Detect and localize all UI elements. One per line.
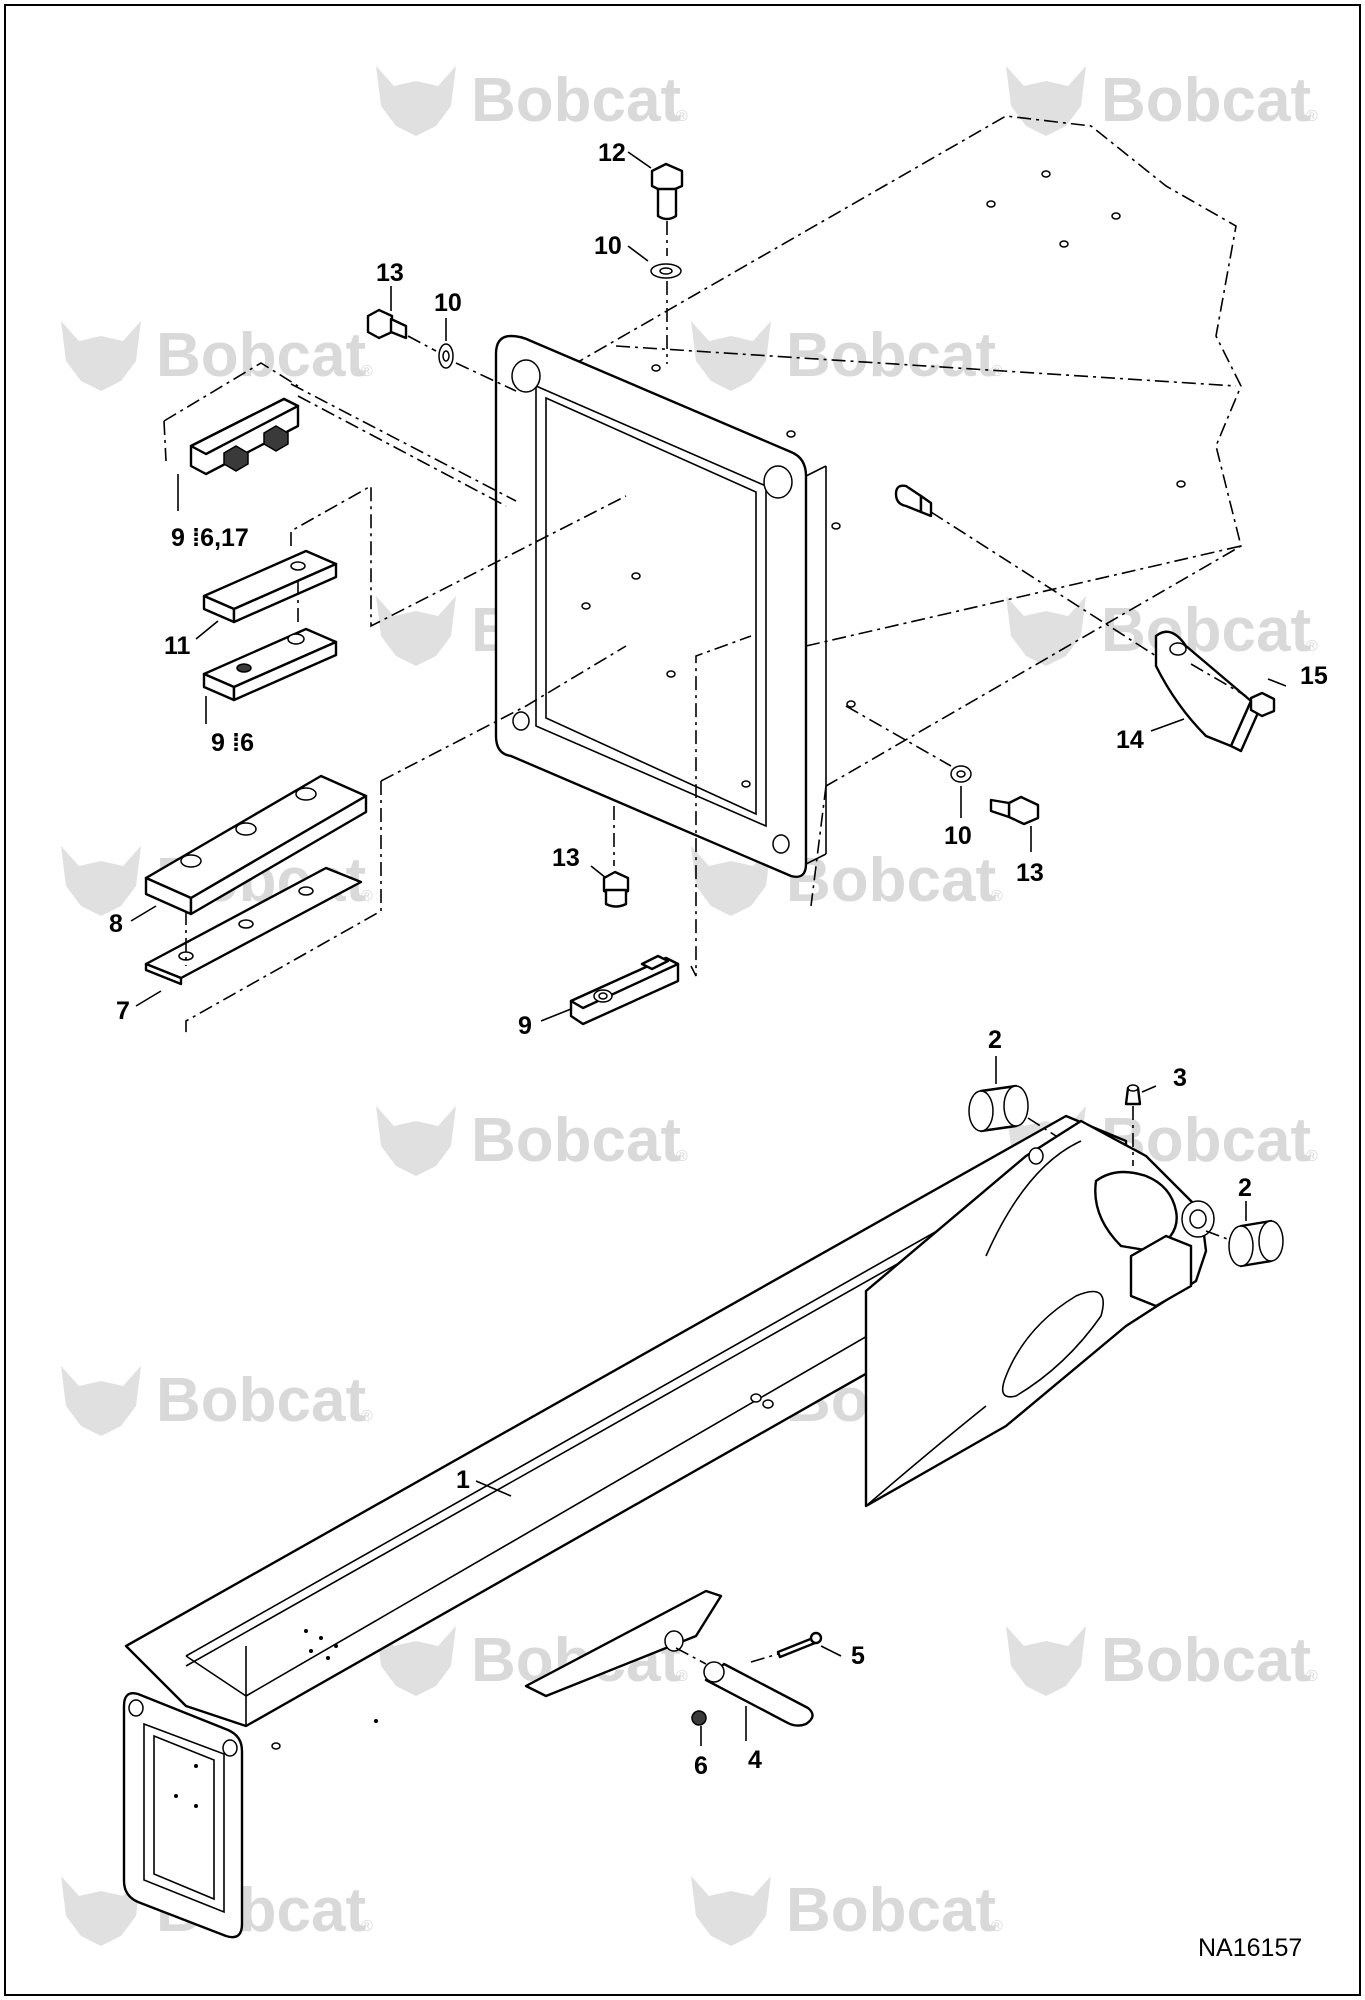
bobcat-watermark: Bobcat® [376, 1106, 688, 1176]
bobcat-watermark: Bobcat® [376, 66, 688, 136]
bobcat-logo-icon [691, 321, 771, 391]
watermark-registered-mark: ® [361, 1918, 373, 1935]
pivot-pin-4 [675, 1647, 814, 1727]
wear-pad-9-bottom [569, 635, 752, 1026]
spacer-right [894, 484, 1157, 657]
bobcat-logo-icon [691, 1876, 771, 1946]
watermark-registered-mark: ® [1306, 108, 1318, 125]
watermark-brand: Bobcat [1101, 596, 1311, 665]
callout-2: 2 [1238, 1174, 1252, 1202]
callout-6: 6 [694, 1752, 708, 1780]
watermark-registered-mark: ® [361, 363, 373, 380]
shim-plate-7 [144, 645, 627, 1036]
watermark-registered-mark: ® [1306, 638, 1318, 655]
callout-15: 15 [1300, 662, 1328, 690]
nut-6 [691, 1710, 707, 1726]
callout-10: 10 [434, 289, 462, 317]
bobcat-watermark: Bobcat® [691, 1876, 1003, 1946]
watermark-brand: Bobcat [786, 1876, 996, 1945]
bobcat-watermark: Bobcat® [1006, 1626, 1318, 1696]
wear-pad-9-top [163, 362, 517, 507]
bobcat-logo-icon [1006, 1626, 1086, 1696]
callout-1: 1 [456, 1466, 470, 1494]
watermark-registered-mark: ® [991, 1918, 1003, 1935]
bolt-12 [650, 162, 684, 364]
exploded-parts-diagram: Bobcat®Bobcat®Bobcat®Bobcat®Bobcat®Bobca… [61, 66, 1328, 1962]
bolt-13-bottom [602, 806, 630, 908]
callout-labels: 12 13 10 10 9 ⁞6,17 11 9 ⁞6 8 7 13 9 15 … [109, 139, 1328, 1962]
flange-plate [494, 334, 827, 878]
watermark-registered-mark: ® [1306, 1148, 1318, 1165]
callout-4: 4 [748, 1746, 762, 1774]
bolt-13-left [366, 308, 517, 392]
tube-holes [581, 170, 1186, 788]
callout-10: 10 [944, 822, 972, 850]
callout-12: 12 [598, 139, 626, 167]
drawing-number: NA16157 [1198, 1934, 1302, 1962]
watermark-brand: Bobcat [786, 846, 996, 915]
shim-plates-11 [202, 484, 627, 702]
watermark-brand: Bobcat [786, 321, 996, 390]
bobcat-logo-icon [1006, 596, 1086, 666]
bobcat-watermark: Bobcat® [691, 846, 1003, 916]
bobcat-watermark: Bobcat® [61, 1366, 373, 1436]
bobcat-logo-icon [376, 66, 456, 136]
callout-2: 2 [988, 1026, 1002, 1054]
callout-13: 13 [552, 844, 580, 872]
block-14 [1154, 630, 1263, 753]
bobcat-logo-icon [376, 1626, 456, 1696]
diagram-frame: Bobcat®Bobcat®Bobcat®Bobcat®Bobcat®Bobca… [4, 4, 1361, 1996]
bolt-15 [1190, 663, 1276, 718]
wear-plate-8 [144, 774, 368, 916]
watermark-brand: Bobcat [1101, 66, 1311, 135]
watermark-brand: Bobcat [1101, 1626, 1311, 1695]
callout-9: 9 ⁞6,17 [171, 524, 249, 552]
watermark-registered-mark: ® [676, 108, 688, 125]
bobcat-logo-icon [376, 596, 456, 666]
watermark-registered-mark: ® [991, 363, 1003, 380]
bobcat-logo-icon [1006, 66, 1086, 136]
bobcat-logo-icon [61, 321, 141, 391]
callout-5: 5 [851, 1642, 865, 1670]
watermark-registered-mark: ® [991, 888, 1003, 905]
watermark-brand: Bobcat [156, 321, 366, 390]
callout-3: 3 [1173, 1064, 1187, 1092]
callout-9: 9 [518, 1012, 532, 1040]
bolt-13-right [845, 705, 1040, 826]
grease-fitting-3 [1124, 1084, 1142, 1166]
bushing-2-left [968, 1084, 1057, 1137]
bobcat-watermark: Bobcat® [1006, 66, 1318, 136]
bushing-2-right [1205, 1219, 1284, 1268]
bobcat-logo-icon [61, 846, 141, 916]
watermark-registered-mark: ® [676, 1148, 688, 1165]
callout-11: 11 [164, 632, 191, 660]
bobcat-logo-icon [61, 1366, 141, 1436]
callout-13: 13 [1016, 859, 1044, 887]
boom-tube-end-phantom [570, 115, 1242, 907]
boom-1 [122, 1114, 1215, 1939]
leader-lines [130, 151, 1287, 1746]
watermark-registered-mark: ® [361, 1408, 373, 1425]
watermark-registered-mark: ® [676, 1668, 688, 1685]
bobcat-logo-icon [376, 1106, 456, 1176]
watermark-registered-mark: ® [361, 888, 373, 905]
watermark-brand: Bobcat [156, 1366, 366, 1435]
watermark-registered-mark: ® [1306, 1668, 1318, 1685]
bolt-5 [750, 1631, 823, 1663]
bobcat-logo-icon [61, 1876, 141, 1946]
callout-10: 10 [594, 232, 622, 260]
bobcat-watermark: Bobcat® [691, 321, 1003, 391]
bobcat-logo-icon [691, 846, 771, 916]
callout-7: 7 [116, 997, 130, 1025]
watermark-brand: Bobcat [471, 66, 681, 135]
callout-8: 8 [109, 910, 123, 938]
callout-9: 9 ⁞6 [211, 729, 254, 757]
bobcat-watermark: Bobcat® [61, 321, 373, 391]
callout-13: 13 [376, 259, 404, 287]
watermark-brand: Bobcat [471, 1106, 681, 1175]
callout-14: 14 [1116, 726, 1144, 754]
